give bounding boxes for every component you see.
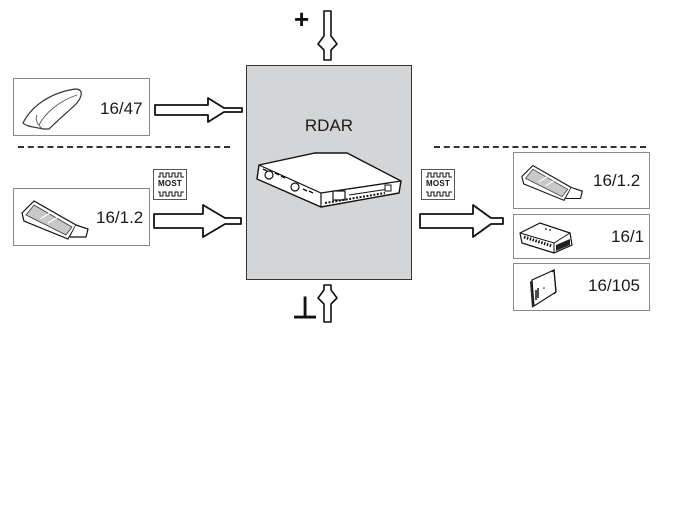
square-wave-icon [426,191,452,197]
most-bus-badge-left: MOST [153,169,187,200]
input-arrow-most-icon [153,204,242,238]
left-separator-line [18,146,230,148]
output-component-label: 16/105 [588,276,640,295]
output-component-label: 16/1.2 [593,171,641,190]
input-component-display[interactable]: 16/1.2 [13,188,150,246]
input-component-antenna[interactable]: 16/47 [13,78,150,136]
input-arrow-antenna-icon [154,97,243,123]
ground-arrow-icon [317,284,338,323]
power-supply-symbol: + [294,4,310,34]
display-unit-icon [521,164,583,202]
shark-fin-antenna-icon [22,88,82,130]
most-bus-badge-right: MOST [421,169,455,200]
input-component-label: 16/1.2 [96,208,144,227]
square-wave-icon [158,172,184,178]
rdar-module-title: RDAR [304,116,354,135]
right-separator-line [434,146,646,148]
square-wave-icon [158,191,184,197]
control-module-icon [519,222,573,254]
ground-symbol-text: ⊥ [292,292,319,325]
square-wave-icon [426,172,452,178]
amplifier-module-icon [530,268,557,308]
radio-module-icon [256,152,402,208]
output-component-amplifier[interactable]: 16/105 [513,263,650,311]
output-component-label: 16/1 [611,227,645,246]
output-arrow-most-icon [419,204,504,238]
most-bus-label: MOST [426,179,450,188]
input-component-label: 16/47 [100,99,143,118]
output-component-control-module[interactable]: 16/1 [513,214,650,259]
most-bus-label: MOST [158,179,182,188]
display-unit-icon [21,200,89,240]
ground-symbol: ⊥ [292,294,318,324]
output-component-display[interactable]: 16/1.2 [513,152,650,209]
power-in-arrow-icon [317,10,338,61]
rdar-module-box[interactable]: RDAR [246,65,412,280]
